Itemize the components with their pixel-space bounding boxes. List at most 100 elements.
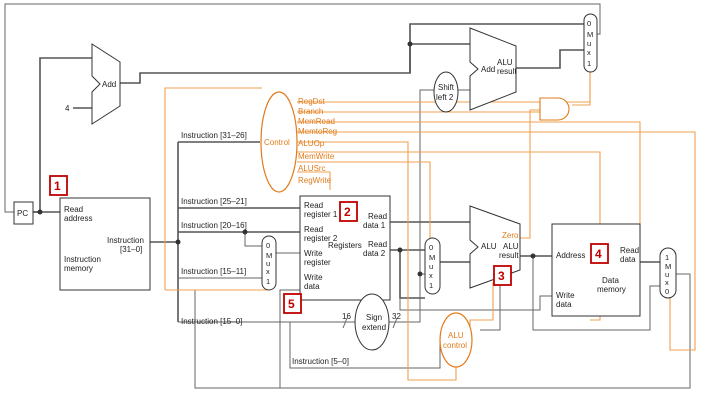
sign-extend-b: extend: [362, 323, 386, 332]
pcsrc-mux-1: 1: [587, 59, 591, 68]
sign-extend-ellipse: [354, 293, 390, 351]
pcsrc-mux-0: 0: [587, 19, 591, 28]
regdst-mux-u: u: [266, 259, 270, 268]
sign-extend-a: Sign: [366, 313, 382, 322]
regdst-mux-x: x: [266, 267, 270, 276]
memtoreg-mux: 1 M u x 0: [659, 247, 677, 299]
alu-control-ellipse: [439, 312, 473, 368]
memtoreg-mux-0: 0: [665, 287, 669, 296]
shift-b: left 2: [436, 93, 454, 102]
regs-read2a: Read: [304, 225, 323, 234]
branch-alu-a: ALU: [497, 58, 513, 67]
pc-input-wire: [4, 3, 601, 213]
sign-16: 16: [342, 312, 351, 321]
alu-control: ALU control: [439, 312, 473, 368]
imem-address-label: address: [64, 214, 92, 223]
control-ellipse: [260, 91, 298, 193]
bus-slash: [392, 317, 398, 329]
marker-1: 1: [54, 179, 61, 193]
instruction-memory: Read address Instruction [31–0] Instruct…: [59, 197, 151, 291]
main-alu-label: ALU: [481, 242, 497, 251]
pcsrc-mux-u: u: [587, 39, 591, 48]
regdst-mux-0: 0: [266, 241, 270, 250]
pc-adder-label: Add: [102, 80, 116, 89]
writeback-wire: [194, 273, 691, 389]
pc-adder: Add 4: [65, 43, 121, 125]
add-out-wire: [120, 43, 470, 84]
dmem-name-a: Data: [602, 276, 619, 285]
pc-label: PC: [17, 209, 28, 218]
and-gate-shape: [539, 97, 570, 121]
signal-regdst: RegDst: [298, 97, 325, 106]
funct-wire: [289, 322, 441, 369]
control-unit: Control RegDst Branch MemRead MemtoReg A…: [260, 91, 337, 193]
alu-control-a: ALU: [448, 331, 464, 340]
field-5-0: Instruction [5–0]: [292, 357, 349, 366]
marker-box-5: [283, 293, 302, 314]
const-four-label: 4: [65, 104, 70, 113]
alusrc-mux-1: 1: [429, 281, 433, 290]
junction-dot: [417, 271, 423, 277]
imem-field-label: [31–0]: [120, 245, 142, 254]
regdst-mux-1: 1: [266, 277, 270, 286]
junction-dot: [175, 239, 181, 245]
instruction-field-labels: Instruction [31–26] Instruction [25–21] …: [181, 131, 349, 366]
sign-extend: Sign extend 16 32: [342, 293, 401, 351]
field-15-0: Instruction [15–0]: [181, 317, 242, 326]
alusrc-mux-0: 0: [429, 243, 433, 252]
alusrc-mux-m: M: [429, 253, 435, 262]
regdst-mux-line: [164, 87, 262, 290]
memtoreg-mux-m: M: [665, 262, 671, 271]
memtoreg-line: [297, 131, 696, 351]
marker-box-1: [49, 175, 68, 196]
regwrite-line: [297, 171, 331, 190]
field-15-11: Instruction [15–11]: [181, 267, 246, 276]
imem-box: [59, 197, 151, 291]
dmem-name-b: memory: [597, 285, 626, 294]
memtoreg-mux-shape: [659, 247, 677, 299]
junction-dot: [37, 209, 43, 215]
regs-read2b: register 2: [304, 234, 338, 243]
regs-wdatab: data: [304, 282, 320, 291]
branch-adder-shape: [469, 27, 517, 111]
rt-to-mux-wire: [244, 232, 262, 247]
imem-instruction-label: Instruction: [107, 236, 144, 245]
shift-left-2: Shift left 2: [433, 71, 459, 113]
aluop-line: [297, 141, 457, 381]
imem-read-label: Read: [64, 205, 83, 214]
regs-rd2b: data 2: [363, 249, 386, 258]
regs-rd1b: data 1: [363, 221, 386, 230]
branch-add-label: Add: [481, 65, 495, 74]
dmem-address: Address: [556, 251, 585, 260]
signal-regwrite: RegWrite: [298, 176, 332, 185]
data-memory: Address Write data Read data Data memory: [551, 223, 641, 317]
dmem-box: [551, 223, 641, 317]
shift-in-wire: [419, 89, 435, 274]
zero-to-and-line: [508, 109, 540, 239]
memtoreg-mux-x: x: [665, 278, 669, 287]
junction-dot: [242, 229, 248, 235]
dmem-read-b: data: [620, 255, 636, 264]
marker-box-3: [493, 265, 512, 286]
imem-name2-label: memory: [64, 264, 93, 273]
branch-alu-b: result: [497, 67, 517, 76]
regs-writeb: register: [304, 258, 331, 267]
branch-and-gate: [539, 97, 570, 121]
dmem-write-b: data: [556, 300, 572, 309]
regs-name: Registers: [328, 241, 362, 250]
marker-box-4: [590, 243, 609, 264]
regs-read1a: Read: [304, 201, 323, 210]
alusrc-line: [297, 161, 431, 240]
field-20-16: Instruction [20–16]: [181, 221, 247, 230]
memread-line: [297, 121, 641, 250]
branch-add-out-wire: [516, 49, 584, 69]
marker-2: 2: [344, 205, 351, 219]
sign-32: 32: [392, 312, 401, 321]
signal-aluop: ALUOp: [298, 139, 325, 148]
memtoreg-mux-1: 1: [665, 253, 669, 262]
marker-3: 3: [498, 269, 505, 283]
regs-writea: Write: [304, 249, 323, 258]
imem-name1-label: Instruction: [64, 255, 101, 264]
pcsrc-mux: 0 M u x 1: [583, 13, 598, 73]
